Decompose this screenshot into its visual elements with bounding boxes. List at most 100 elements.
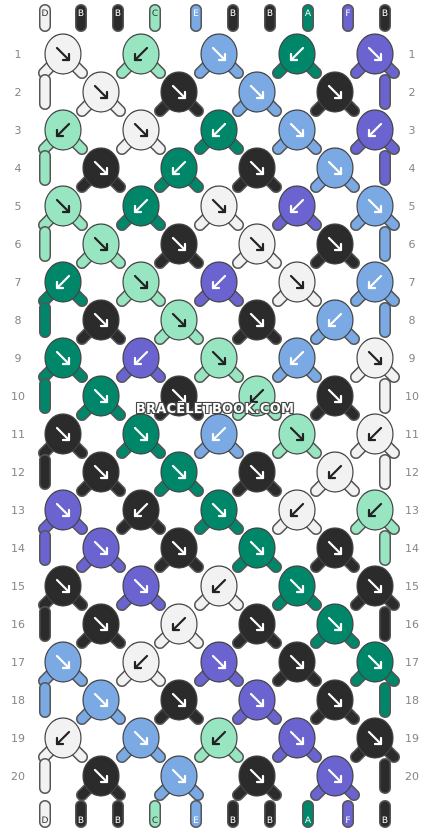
arrow-shaft [289, 578, 305, 594]
row-label-right: 9 [409, 352, 416, 365]
arrow-head [99, 622, 109, 632]
arrow-shaft [211, 654, 227, 670]
arrow-head [211, 128, 221, 138]
knot-r12-k4 [316, 451, 354, 493]
arrow-head [333, 394, 343, 404]
knot-r10-k2 [160, 375, 198, 417]
row-label-left: 6 [15, 238, 22, 251]
knot-r13-k3 [200, 489, 238, 531]
arrow-head [333, 622, 343, 632]
arrow-head [55, 736, 65, 746]
arrow-head [255, 470, 265, 480]
arrow-head [55, 128, 65, 138]
row-label-right: 2 [409, 86, 416, 99]
arrow-shaft [327, 388, 343, 404]
arrow-head [333, 242, 343, 252]
arrow-shaft [133, 274, 149, 290]
arrow-head [295, 660, 305, 670]
knot-r18-k3 [238, 679, 276, 721]
arrow-head [99, 394, 109, 404]
arrow-head [373, 736, 383, 746]
arrow-head [99, 242, 109, 252]
arrow-shaft [211, 502, 227, 518]
string-letter-bottom: F [345, 816, 350, 826]
arrow-shaft [171, 236, 187, 252]
arrow-head [133, 508, 143, 518]
arrow-shaft [289, 502, 305, 518]
arrow-shaft [133, 198, 149, 214]
arrow-shaft [55, 122, 71, 138]
knot-r3-k1 [44, 109, 82, 151]
arrow-shaft [367, 426, 383, 442]
string-letter-bottom: A [305, 816, 312, 826]
arrow-shaft [55, 274, 71, 290]
string-letter-bottom: C [152, 816, 158, 826]
arrow-shaft [211, 46, 227, 62]
row-label-right: 4 [409, 162, 416, 175]
arrow-head [133, 204, 143, 214]
row-label-right: 11 [405, 428, 419, 441]
row-label-left: 1 [15, 48, 22, 61]
knot-r14-k4 [316, 527, 354, 569]
arrow-shaft [367, 654, 383, 670]
arrow-head [171, 166, 181, 176]
arrow-shaft [133, 122, 149, 138]
knot-r2-k3 [238, 71, 276, 113]
knot-r14-k1 [82, 527, 120, 569]
arrow-shaft [133, 350, 149, 366]
arrow-shaft [211, 122, 227, 138]
arrow-head [255, 166, 265, 176]
knot-r20-k3 [238, 755, 276, 797]
arrow-head [139, 128, 149, 138]
knot-r20-k2 [160, 755, 198, 797]
arrow-head [217, 660, 227, 670]
knot-r1-k2 [122, 33, 160, 75]
knot-r9-k3 [200, 337, 238, 379]
string-letter-bottom: B [78, 816, 84, 826]
arrow-shaft [249, 84, 265, 100]
arrow-shaft [289, 122, 305, 138]
arrow-shaft [327, 84, 343, 100]
knot-r16-k4 [316, 603, 354, 645]
arrow-head [177, 318, 187, 328]
arrow-shaft [289, 198, 305, 214]
arrow-shaft [133, 730, 149, 746]
arrow-head [61, 508, 71, 518]
arrow-shaft [289, 654, 305, 670]
string-letter-bottom: B [115, 816, 121, 826]
arrow-head [367, 280, 377, 290]
knot-r17-k5 [356, 641, 394, 683]
knot-r16-k2 [160, 603, 198, 645]
knot-r17-k4 [278, 641, 316, 683]
row-label-left: 2 [15, 86, 22, 99]
arrow-head [177, 242, 187, 252]
arrow-shaft [327, 464, 343, 480]
arrow-head [295, 432, 305, 442]
row-label-left: 3 [15, 124, 22, 137]
arrow-shaft [55, 502, 71, 518]
arrow-head [333, 546, 343, 556]
knot-r13-k2 [122, 489, 160, 531]
row-label-right: 5 [409, 200, 416, 213]
string-letter-top: A [305, 9, 312, 19]
row-label-right: 6 [409, 238, 416, 251]
knot-r13-k1 [44, 489, 82, 531]
arrow-head [367, 508, 377, 518]
row-label-left: 18 [11, 694, 25, 707]
arrow-head [289, 204, 299, 214]
arrow-head [289, 356, 299, 366]
arrow-shaft [211, 426, 227, 442]
arrow-head [217, 52, 227, 62]
arrow-head [373, 52, 383, 62]
arrow-shaft [55, 730, 71, 746]
knot-r19-k4 [278, 717, 316, 759]
arrow-shaft [171, 160, 187, 176]
arrow-head [99, 774, 109, 784]
arrow-shaft [171, 84, 187, 100]
knot-r15-k5 [356, 565, 394, 607]
arrow-shaft [133, 46, 149, 62]
knot-r5-k1 [44, 185, 82, 227]
arrow-head [177, 90, 187, 100]
knot-r4-k4 [316, 147, 354, 189]
knot-r11-k4 [278, 413, 316, 455]
